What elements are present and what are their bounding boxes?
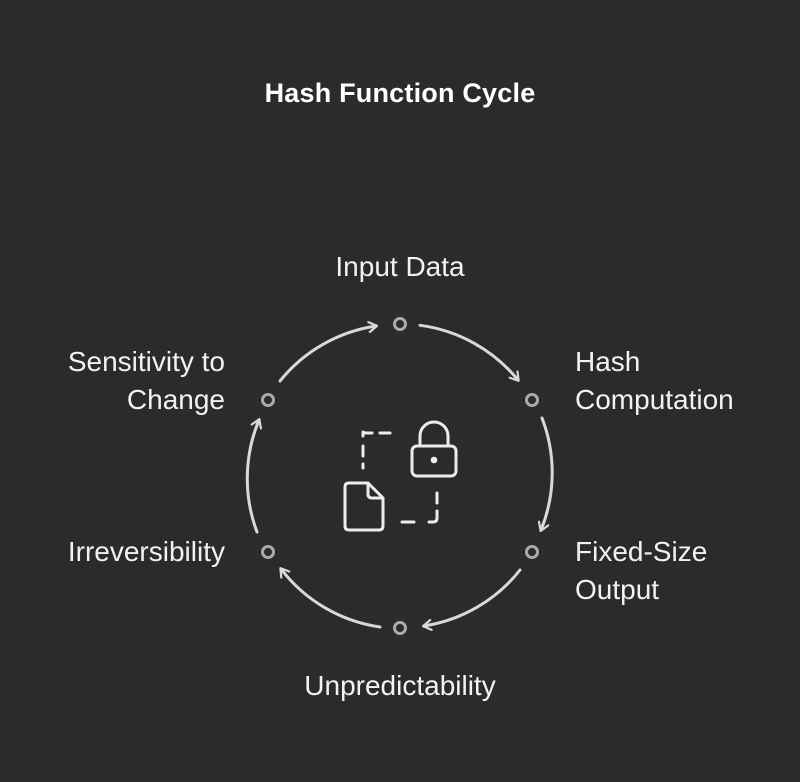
step-hash-computation: Hash Computation (575, 343, 734, 419)
arrow-unpred-to-irrev (281, 569, 382, 629)
step-label-line: Output (575, 574, 660, 605)
step-irreversibility: Irreversibility (68, 533, 225, 571)
arrow-hash-to-fixed (541, 416, 554, 530)
step-input-data: Input Data (250, 248, 550, 286)
arrow-fixed-to-unpred (424, 568, 522, 626)
node-sens-dot (261, 393, 275, 407)
step-unpredictability: Unpredictability (200, 667, 600, 705)
step-label-line: Fixed-Size (575, 536, 708, 567)
node-hash-dot (525, 393, 539, 407)
step-label-line: Change (126, 384, 225, 415)
step-fixed-size-output: Fixed-Size Output (575, 533, 707, 609)
step-label-line: Computation (575, 384, 734, 415)
node-irrev-dot (261, 545, 275, 559)
node-input-dot (393, 317, 407, 331)
step-label-line: Irreversibility (67, 536, 225, 567)
arrow-sens-to-input (278, 326, 376, 383)
step-label-line: Hash (575, 346, 641, 377)
node-unpred-dot (393, 621, 407, 635)
step-label-line: Sensitivity to (67, 346, 225, 377)
document-lock-icon (343, 420, 458, 532)
arrow-irrev-to-sens (245, 420, 259, 534)
node-fixed-dot (525, 545, 539, 559)
step-label-line: Input Data (335, 251, 465, 282)
step-sensitivity-to-change: Sensitivity to Change (68, 343, 225, 419)
step-label-line: Unpredictability (304, 670, 496, 701)
arrow-input-to-hash (418, 323, 518, 380)
diagram-title: Hash Function Cycle (264, 78, 536, 108)
